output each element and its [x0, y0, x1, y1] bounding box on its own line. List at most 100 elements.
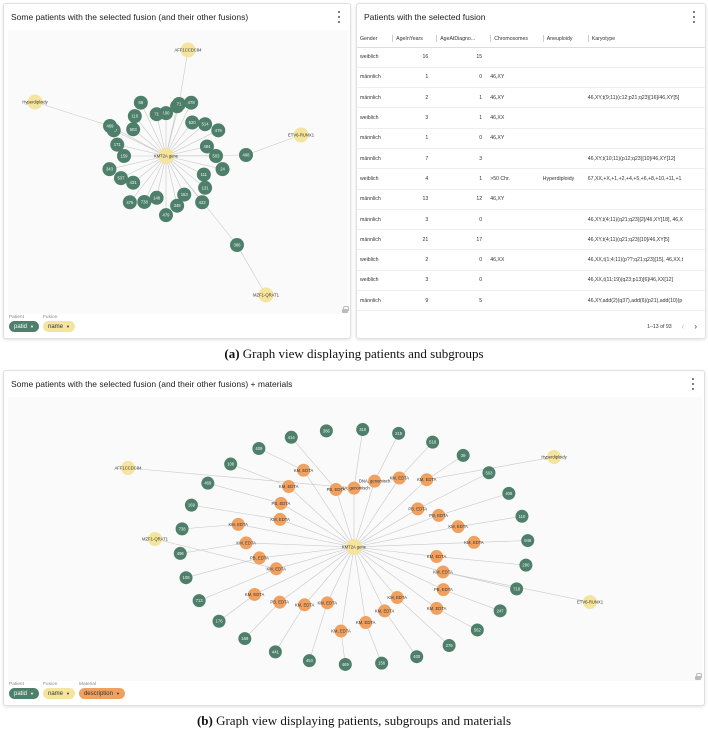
patient-property-select[interactable]: patid▼	[9, 321, 39, 332]
material-node-circle[interactable]	[467, 535, 481, 549]
patient-node-circle[interactable]	[199, 139, 214, 154]
material-node-circle[interactable]	[436, 583, 450, 597]
material-node[interactable]: KM, EDTA	[464, 535, 484, 549]
material-node[interactable]: DNA, genomisch	[338, 481, 370, 495]
patient-node[interactable]: 537	[113, 171, 128, 186]
material-node-circle[interactable]	[269, 562, 283, 576]
patient-node-circle[interactable]	[375, 656, 389, 670]
fusion-node-circle[interactable]	[547, 450, 561, 464]
material-node[interactable]: PB, EDTA	[272, 496, 291, 510]
material-node-circle[interactable]	[436, 565, 450, 579]
column-header[interactable]: AgeAtDiagno...	[433, 31, 488, 48]
patient-node[interactable]: 453	[302, 654, 316, 668]
center-fusion-node-circle[interactable]	[158, 148, 174, 164]
patient-node[interactable]: 169	[238, 632, 252, 646]
material-node-circle[interactable]	[239, 536, 253, 550]
patient-node-circle[interactable]	[338, 657, 352, 671]
patient-node[interactable]: 169	[184, 498, 198, 512]
previous-page-icon[interactable]: ‹	[681, 322, 685, 331]
material-node-circle[interactable]	[320, 596, 334, 610]
patient-node[interactable]: 280	[519, 558, 533, 572]
patient-node[interactable]: 279	[442, 638, 456, 652]
material-node[interactable]: KM, EDTA	[236, 536, 256, 550]
fusion-node[interactable]: ETV6-RUNX1	[288, 127, 315, 143]
material-node-circle[interactable]	[347, 481, 361, 495]
patient-node[interactable]: 131	[198, 180, 213, 195]
material-node-circle[interactable]	[359, 616, 373, 630]
patient-node[interactable]: 738	[175, 522, 189, 536]
patient-node-circle[interactable]	[201, 476, 215, 490]
patient-node[interactable]: 518	[426, 435, 440, 449]
patient-node-circle[interactable]	[392, 426, 406, 440]
material-node[interactable]: KM, EDTA	[294, 463, 314, 477]
patient-node[interactable]: 713	[192, 594, 206, 608]
material-node-circle[interactable]	[392, 471, 406, 485]
patient-node-circle[interactable]	[212, 614, 226, 628]
patient-node[interactable]: 496	[173, 546, 187, 560]
material-node-circle[interactable]	[411, 502, 425, 516]
material-node-circle[interactable]	[368, 474, 382, 488]
patient-node[interactable]: 71	[172, 97, 186, 111]
material-node-circle[interactable]	[274, 496, 288, 510]
patient-node[interactable]: 479	[211, 123, 226, 138]
graph-b-svg[interactable]: KMT2A gene310219518395034081109462807182…	[8, 397, 702, 681]
material-node-circle[interactable]	[298, 598, 312, 612]
patient-node[interactable]: 24	[215, 162, 230, 177]
material-node[interactable]: PB, EDTA	[429, 508, 448, 522]
patient-node[interactable]: 738	[137, 194, 152, 209]
column-header[interactable]: Chromosomes	[487, 31, 540, 48]
center-fusion-node-circle[interactable]	[346, 539, 362, 555]
material-node[interactable]: KM, EDTA	[427, 601, 447, 615]
patient-node[interactable]: 310	[356, 423, 370, 437]
patient-node-circle[interactable]	[175, 522, 189, 536]
material-node[interactable]: KM, EDTA	[387, 590, 407, 604]
patient-node-circle[interactable]	[102, 162, 117, 177]
patient-node-circle[interactable]	[230, 238, 244, 252]
patient-node-circle[interactable]	[133, 95, 148, 110]
material-node-circle[interactable]	[297, 463, 311, 477]
patient-node-circle[interactable]	[113, 171, 128, 186]
patient-node-circle[interactable]	[209, 149, 223, 163]
patient-node-circle[interactable]	[184, 498, 198, 512]
patient-node-circle[interactable]	[172, 97, 186, 111]
material-node[interactable]: KM, EDTA	[433, 565, 453, 579]
patient-node-circle[interactable]	[103, 119, 117, 133]
material-node-circle[interactable]	[451, 520, 465, 534]
fusion-node[interactable]: AFF1CCDC84	[175, 42, 203, 58]
patient-node-circle[interactable]	[238, 632, 252, 646]
patient-node[interactable]: 946	[521, 534, 535, 548]
patient-node[interactable]: 108	[179, 571, 193, 585]
patient-node[interactable]: 408	[502, 486, 516, 500]
material-node[interactable]: KM, EDTA	[318, 596, 338, 610]
patient-node-circle[interactable]	[302, 654, 316, 668]
material-node[interactable]: KM, EDTA	[390, 471, 410, 485]
center-fusion-node[interactable]: KMT2A gene	[342, 539, 367, 555]
column-header[interactable]: Gender	[357, 31, 390, 48]
patient-node[interactable]: 111	[196, 167, 211, 182]
patient-node-circle[interactable]	[239, 148, 253, 162]
patient-node[interactable]: 159	[117, 149, 131, 163]
material-node-circle[interactable]	[282, 479, 296, 493]
material-node[interactable]: PB, EDTA	[270, 595, 289, 609]
patient-node-circle[interactable]	[510, 582, 524, 596]
patient-node-circle[interactable]	[195, 195, 210, 210]
material-node[interactable]: KM, EDTA	[295, 598, 315, 612]
material-node[interactable]: PB, EDTA	[327, 482, 346, 496]
patient-node-circle[interactable]	[252, 442, 266, 456]
patient-node[interactable]: 503	[209, 149, 223, 163]
patient-node-circle[interactable]	[149, 190, 164, 205]
material-node-circle[interactable]	[231, 517, 245, 531]
patient-node-circle[interactable]	[215, 162, 230, 177]
patient-node[interactable]: 348	[170, 198, 185, 213]
patient-node-circle[interactable]	[211, 123, 226, 138]
patient-node-circle[interactable]	[179, 571, 193, 585]
patient-node-circle[interactable]	[126, 122, 141, 137]
patient-node-circle[interactable]	[493, 604, 507, 618]
